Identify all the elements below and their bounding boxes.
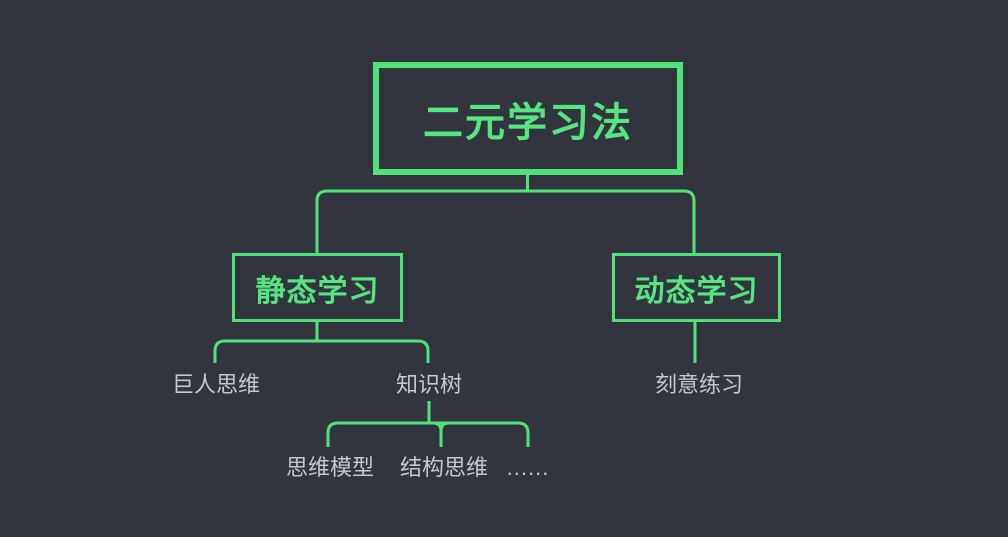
connector-ktree-mid-fillet-right (439, 421, 450, 432)
topic-knowledge-tree[interactable]: 知识树 (396, 367, 462, 399)
topic-more-ellipsis-label: ...... (506, 455, 550, 480)
connector-ktree-mid-fillet-left (432, 421, 443, 432)
topic-thinking-models[interactable]: 思维模型 (286, 450, 374, 482)
topic-structural-thinking[interactable]: 结构思维 (400, 450, 488, 482)
topic-knowledge-tree-label: 知识树 (395, 372, 463, 397)
topic-dynamic-learning-label: 动态学习 (634, 274, 759, 308)
topic-static-learning[interactable]: 静态学习 (232, 253, 403, 322)
topic-more-ellipsis[interactable]: ...... (507, 455, 550, 481)
connector-root-bracket (315, 189, 696, 253)
topic-deliberate-practice[interactable]: 刻意练习 (655, 367, 743, 399)
topic-dynamic-learning[interactable]: 动态学习 (612, 253, 781, 322)
topic-root-label: 二元学习法 (423, 100, 633, 145)
topic-deliberate-practice-label: 刻意练习 (654, 372, 744, 397)
topic-giant-thinking[interactable]: 巨人思维 (172, 367, 260, 399)
topic-root[interactable]: 二元学习法 (373, 62, 683, 175)
topic-structural-thinking-label: 结构思维 (399, 455, 489, 480)
topic-static-learning-label: 静态学习 (255, 274, 380, 308)
connector-ktree-bracket (326, 421, 530, 447)
topic-thinking-models-label: 思维模型 (285, 455, 375, 480)
topic-giant-thinking-label: 巨人思维 (171, 372, 261, 397)
connector-static-bracket (213, 339, 430, 363)
